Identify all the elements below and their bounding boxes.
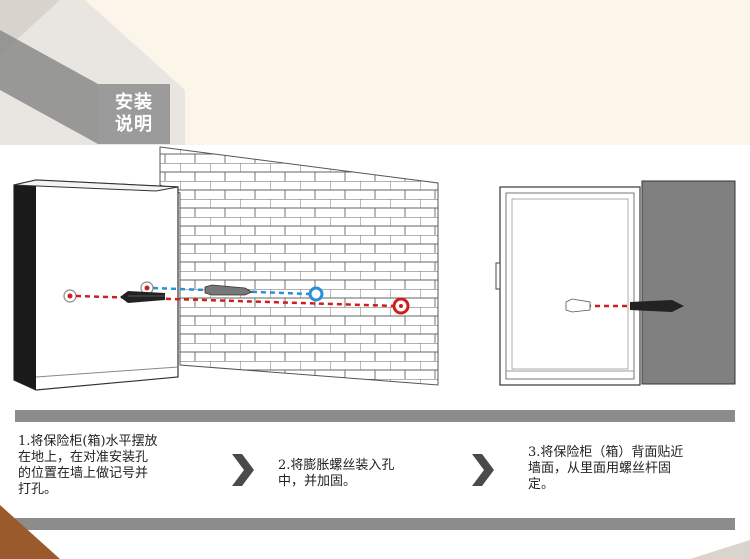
anchor-bolt (120, 291, 165, 303)
step-3-text: 3.将保险柜（箱）背面贴近 墙面，从里面用螺丝杆固 定。 (528, 445, 684, 492)
divider-top (15, 410, 735, 422)
section-title-line2: 说明 (115, 114, 153, 135)
safe-illustration (13, 179, 179, 391)
chevron-right-icon (472, 454, 494, 486)
installation-diagram (13, 146, 736, 391)
chevron-right-icon (232, 454, 254, 486)
drill-line-blue (152, 286, 311, 296)
divider-bottom (15, 518, 735, 530)
expansion-screw (204, 284, 253, 296)
target-hole-blue (308, 286, 324, 302)
brick-wall (159, 146, 439, 386)
screw-rod (565, 298, 684, 313)
step-1-text: 1.将保险柜(箱)水平摆放 在地上，在对准安装孔 的位置在墙上做记号并 打孔。 (18, 434, 158, 497)
safe-top-view (495, 186, 641, 386)
section-title-line1: 安装 (115, 92, 153, 113)
section-title: 安装 说明 (98, 84, 170, 144)
step-2-text: 2.将膨胀螺丝装入孔 中，并加固。 (278, 458, 395, 489)
wall-section (641, 180, 736, 385)
